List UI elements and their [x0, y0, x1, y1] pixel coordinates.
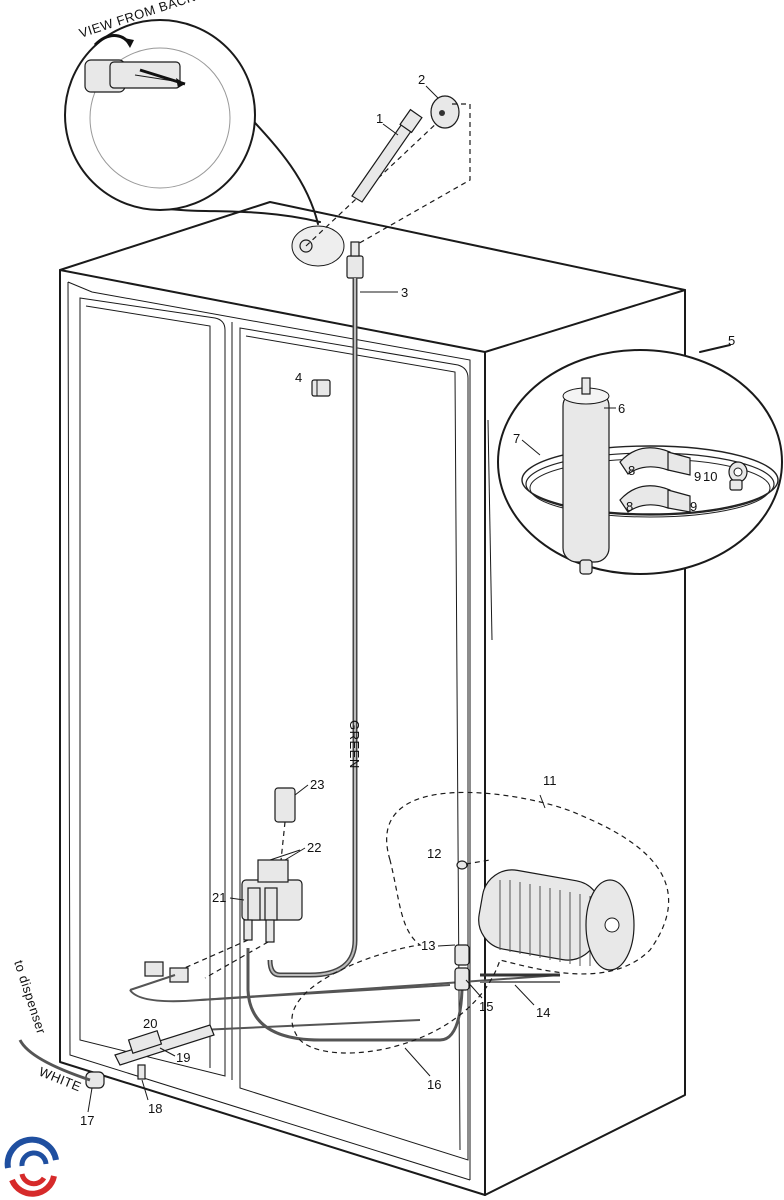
- part-label-3: 3: [401, 285, 408, 300]
- part-label-15: 15: [479, 999, 493, 1014]
- part-label-14: 14: [536, 1005, 550, 1020]
- tube-clip: [311, 379, 331, 397]
- part-label-20: 20: [143, 1016, 157, 1031]
- part-label-21: 21: [212, 890, 226, 905]
- part-label-16: 16: [427, 1077, 441, 1092]
- filter-detail-callout: [497, 344, 783, 575]
- green-label: GREEN: [347, 720, 362, 769]
- part-label-9b: 9: [690, 499, 697, 514]
- part-label-13: 13: [421, 938, 435, 953]
- water-valve-assembly: [179, 787, 303, 979]
- part-label-4: 4: [295, 370, 302, 385]
- part-labels: 1 2 3 4 5 6 7 8 8 9 10 9 11 12 13 14 15 …: [80, 72, 735, 1128]
- part-label-22: 22: [307, 840, 321, 855]
- part-label-11: 11: [543, 773, 557, 788]
- green-water-tube: [267, 241, 364, 978]
- part-label-10: 10: [703, 469, 717, 484]
- dispenser-label: to dispenser: [11, 958, 49, 1036]
- part-label-2: 2: [418, 72, 425, 87]
- part-label-12: 12: [427, 846, 441, 861]
- part-label-8a: 8: [628, 463, 635, 478]
- brand-logo: [2, 1136, 62, 1198]
- part-label-17: 17: [80, 1113, 94, 1128]
- lower-tubing: [18, 948, 561, 1089]
- part-label-5: 5: [728, 333, 735, 348]
- part-label-18: 18: [148, 1101, 162, 1116]
- part-label-9a: 9: [694, 469, 701, 484]
- part-label-8b: 8: [626, 499, 633, 514]
- view-from-back-callout: [64, 19, 321, 225]
- part-label-1: 1: [376, 111, 383, 126]
- icemaker-detail-callout: [291, 791, 670, 1054]
- part-label-23: 23: [310, 777, 324, 792]
- part-label-7: 7: [513, 431, 520, 446]
- part-label-19: 19: [176, 1050, 190, 1065]
- part-label-6: 6: [618, 401, 625, 416]
- top-fitting: [291, 95, 471, 267]
